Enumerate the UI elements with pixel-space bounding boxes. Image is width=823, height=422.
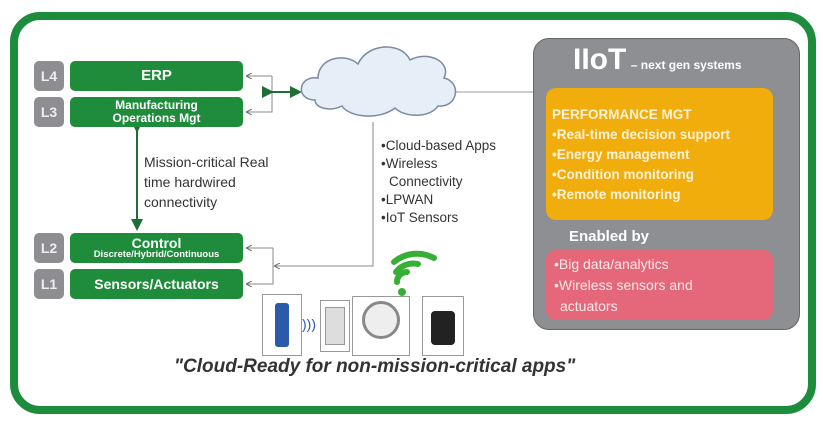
sensor-device-image xyxy=(422,296,464,356)
pressure-gauge-image xyxy=(352,296,410,356)
sensors-box: Sensors/Actuators xyxy=(70,269,243,299)
mom-subtitle: Operations Mgt xyxy=(112,111,201,125)
bullet: Connectivity xyxy=(389,174,463,189)
note-line: Mission-critical Real xyxy=(144,154,269,170)
cloud-icon xyxy=(300,46,457,117)
bullet: •Wireless xyxy=(381,156,438,171)
enabled-item: actuators xyxy=(560,298,618,314)
bullet: •IoT Sensors xyxy=(381,210,459,225)
mission-critical-note: Mission-critical Real time hardwired con… xyxy=(144,152,268,212)
erp-box: ERP xyxy=(70,61,243,91)
note-line: time hardwired xyxy=(144,174,236,190)
perf-item: •Energy management xyxy=(552,147,690,162)
perf-heading: PERFORMANCE MGT xyxy=(552,107,692,122)
enabled-item: •Wireless sensors and xyxy=(554,277,693,293)
mom-title: Manufacturing xyxy=(115,98,198,113)
level-tag-l3: L3 xyxy=(34,97,64,127)
control-subtitle: Discrete/Hybrid/Continuous xyxy=(93,249,220,261)
enabled-by-box: •Big data/analytics •Wireless sensors an… xyxy=(546,250,773,320)
control-title: Control xyxy=(131,234,182,251)
enabled-by-heading: Enabled by xyxy=(569,228,650,245)
cloud-bullets: •Cloud-based Apps •Wireless Connectivity… xyxy=(381,137,496,227)
iiot-title: IIoT xyxy=(573,43,627,76)
perf-item: •Real-time decision support xyxy=(552,127,731,142)
limit-switch-image xyxy=(262,294,302,356)
cloud-ready-quote: "Cloud-Ready for non-mission-critical ap… xyxy=(174,356,576,377)
iiot-subtitle: – next gen systems xyxy=(630,58,742,72)
perf-item: •Condition monitoring xyxy=(552,167,694,182)
wifi-icon xyxy=(391,250,437,296)
level-tag-l1: L1 xyxy=(34,269,64,299)
level-tag-l2: L2 xyxy=(34,233,64,263)
outer-frame xyxy=(10,12,816,414)
bullet: •Cloud-based Apps xyxy=(381,138,497,153)
perf-item: •Remote monitoring xyxy=(552,187,681,202)
erp-title: ERP xyxy=(141,67,172,85)
performance-box: PERFORMANCE MGT •Real-time decision supp… xyxy=(546,88,773,220)
sensors-title: Sensors/Actuators xyxy=(94,275,219,292)
wireless-signal-icon: ))) xyxy=(302,316,316,332)
enabled-item: •Big data/analytics xyxy=(554,256,669,272)
iiot-heading: IIoT – next gen systems xyxy=(573,43,742,77)
module-image xyxy=(320,300,350,352)
note-line: connectivity xyxy=(144,194,218,210)
level-tag-l4: L4 xyxy=(34,61,64,91)
bullet: •LPWAN xyxy=(381,192,434,207)
